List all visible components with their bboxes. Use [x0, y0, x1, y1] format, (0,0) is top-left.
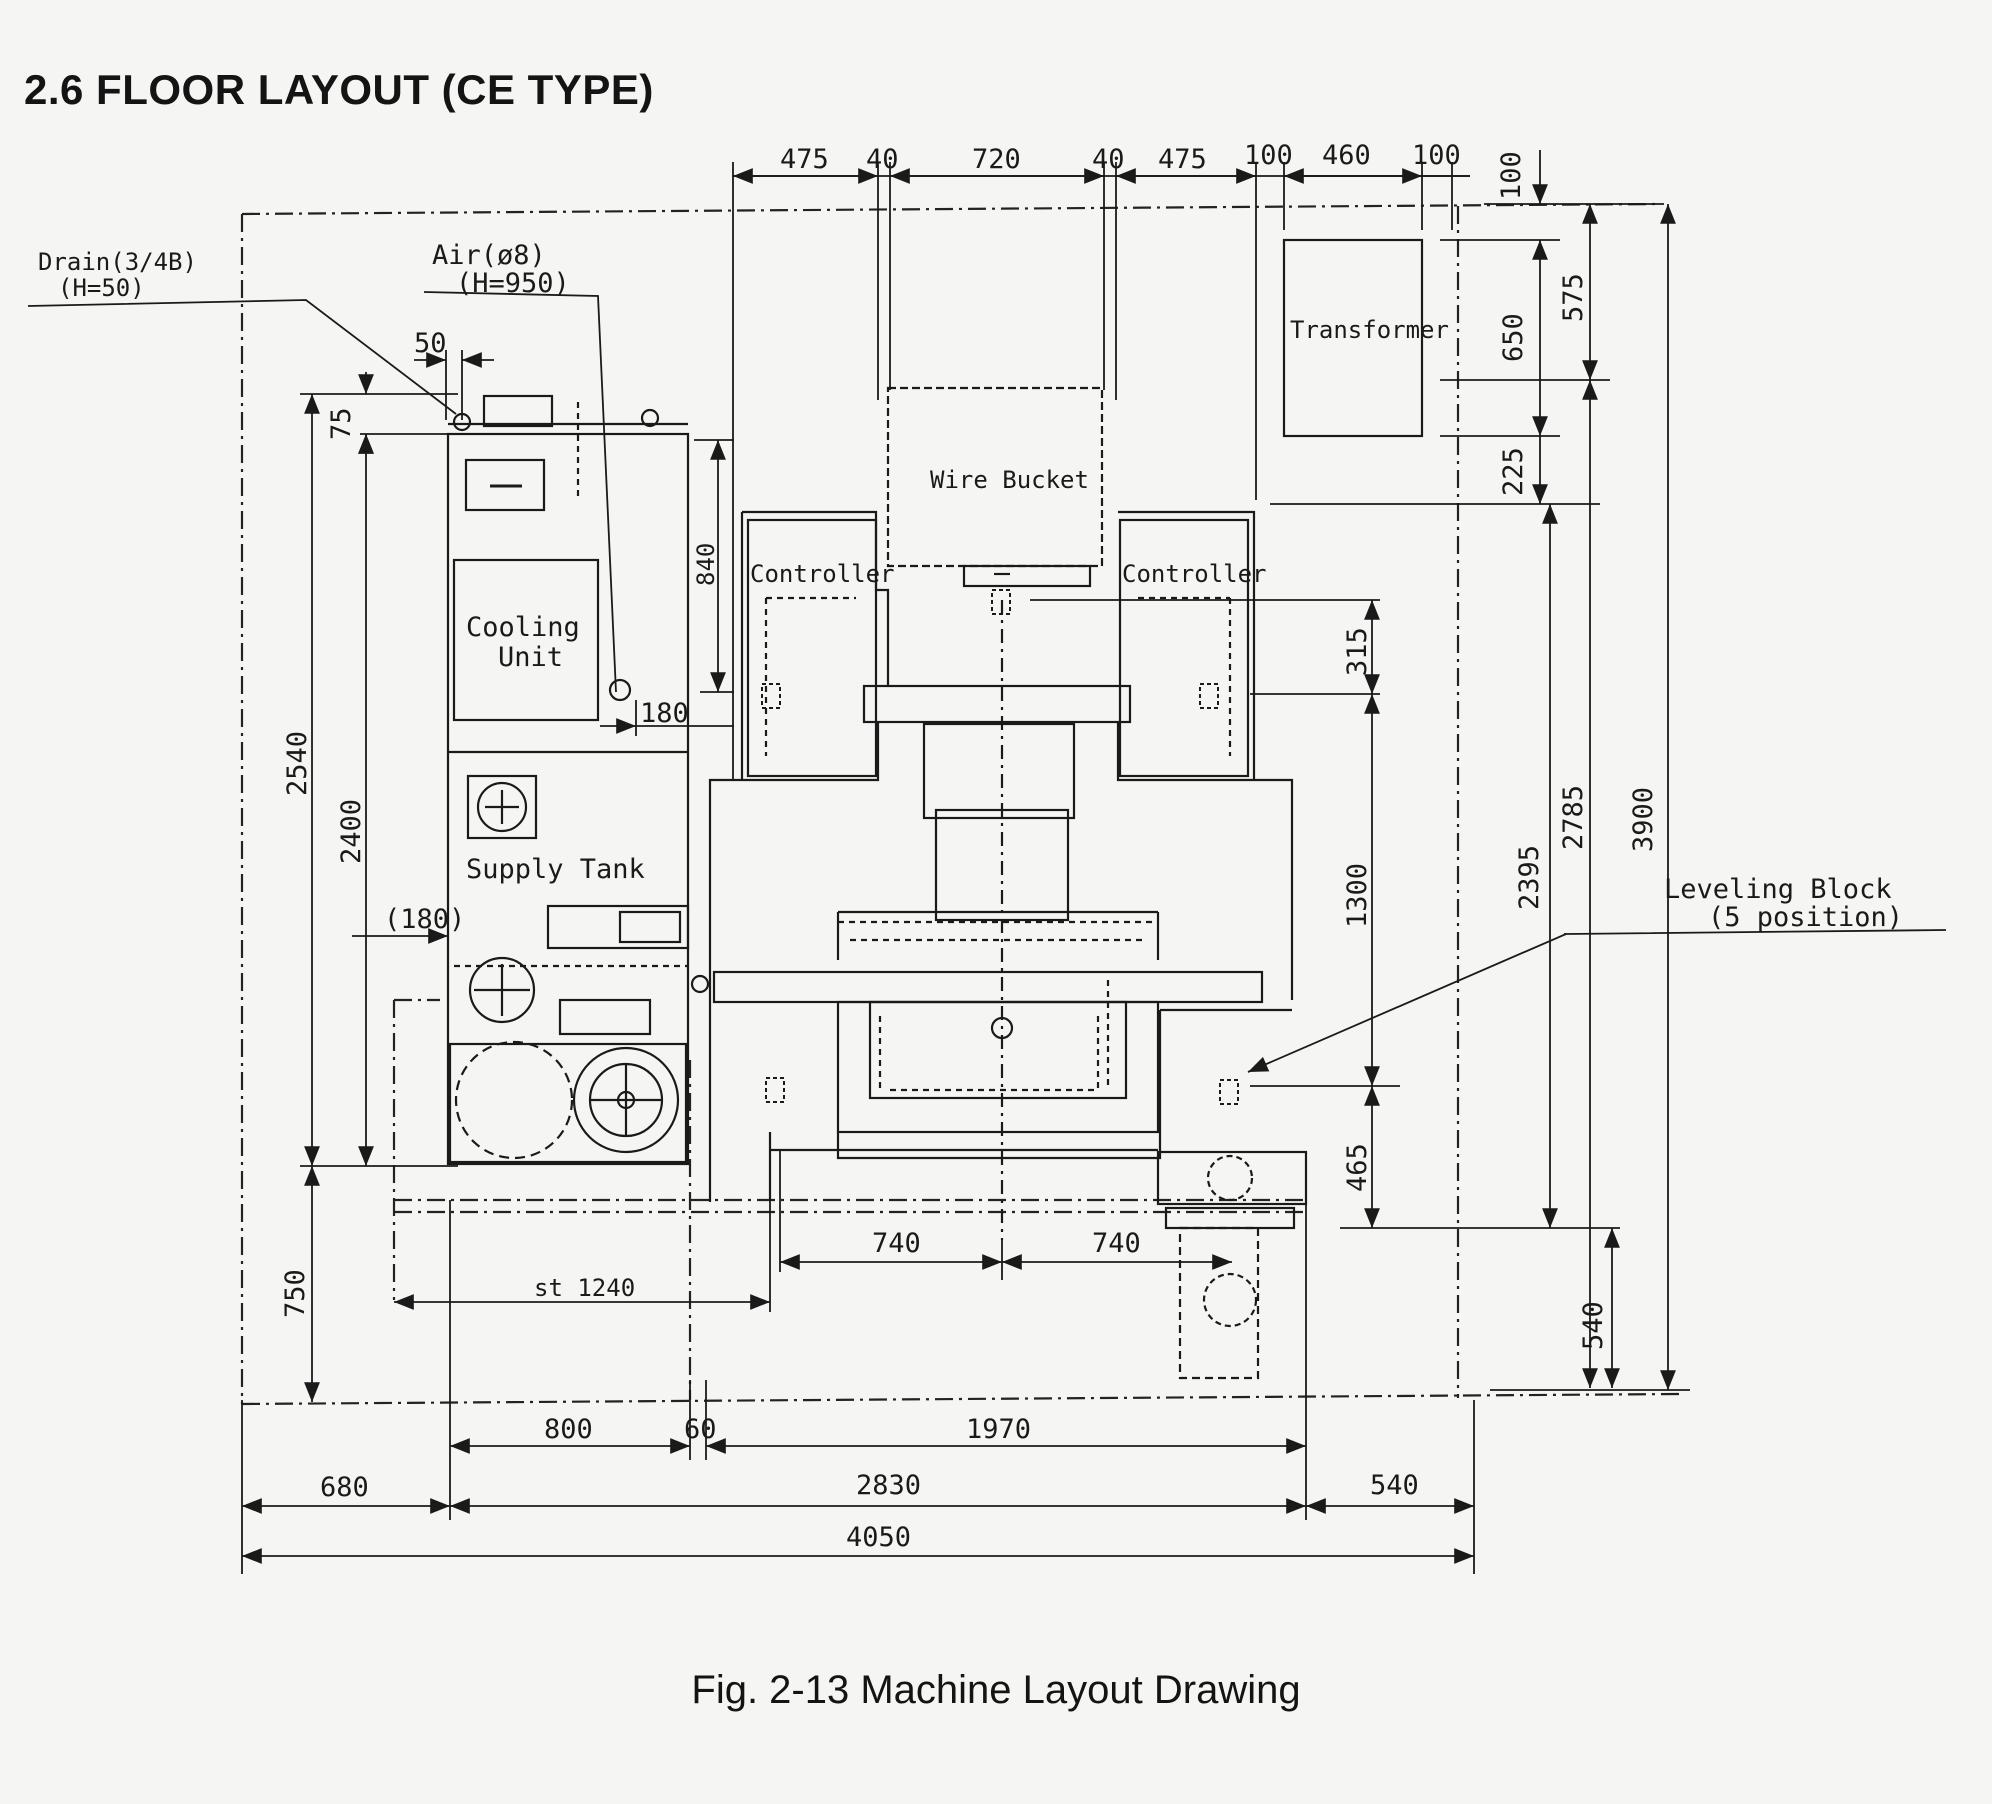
leader-lines — [27, 291, 1947, 1073]
label-drain: Drain(3/4B) — [38, 248, 197, 276]
dim-315: 315 — [1342, 627, 1373, 676]
dim-st1240: st 1240 — [534, 1274, 635, 1302]
label-cooling-unit-line2: Unit — [498, 642, 563, 673]
dim-top-475-right: 475 — [1158, 144, 1207, 175]
dim-50: 50 — [414, 328, 447, 359]
dim-2400: 2400 — [336, 799, 367, 864]
label-supply-tank: Supply Tank — [466, 854, 645, 885]
floor-boundary — [240, 202, 1681, 1406]
dim-60: 60 — [684, 1414, 717, 1445]
leveling-block-markers — [761, 589, 1239, 1105]
label-leveling-block-line2: (5 position) — [1708, 902, 1903, 933]
dim-2785: 2785 — [1558, 785, 1589, 850]
figure-caption: Fig. 2-13 Machine Layout Drawing — [691, 1668, 1301, 1712]
dim-st1240-lines — [394, 1200, 771, 1312]
dim-top-40-right: 40 — [1092, 144, 1125, 175]
label-controller-left: Controller — [750, 560, 895, 588]
dim-top-100-right: 100 — [1412, 140, 1461, 171]
dim-750: 750 — [280, 1269, 311, 1318]
dim-840: 840 — [692, 543, 720, 586]
dim-740-left: 740 — [872, 1228, 921, 1259]
dim-top-720: 720 — [972, 144, 1021, 175]
dim-740-right: 740 — [1092, 1228, 1141, 1259]
dim-800: 800 — [544, 1414, 593, 1445]
dim-2395: 2395 — [1514, 845, 1545, 910]
dim-540-horizontal: 540 — [1370, 1470, 1419, 1501]
dim-465: 465 — [1342, 1143, 1373, 1192]
dim-740-lines — [779, 1150, 1232, 1280]
dim-75: 75 — [326, 407, 357, 440]
dim-right-100: 100 — [1496, 151, 1527, 200]
left-equipment — [446, 394, 710, 1166]
dim-680: 680 — [320, 1472, 369, 1503]
dim-50-lines — [414, 350, 494, 420]
dim-right-650: 650 — [1498, 313, 1529, 362]
dim-1300: 1300 — [1342, 863, 1373, 928]
dim-top-100-left: 100 — [1244, 140, 1293, 171]
dim-1970: 1970 — [966, 1414, 1031, 1445]
label-air-height: (H=950) — [456, 268, 570, 299]
dim-180: 180 — [640, 698, 689, 729]
dim-2830: 2830 — [856, 1470, 921, 1501]
dim-right-225: 225 — [1498, 447, 1529, 496]
dim-180-lines — [600, 700, 734, 736]
transformer-box — [1282, 238, 1424, 438]
main-machine — [708, 386, 1308, 1380]
dim-840-lines — [694, 439, 734, 693]
dim-2540: 2540 — [282, 731, 313, 796]
dim-top-460: 460 — [1322, 140, 1371, 171]
label-air: Air(ø8) — [432, 240, 546, 271]
right-dimension-lines — [1030, 150, 1690, 1391]
label-cooling-unit-line1: Cooling — [466, 612, 580, 643]
label-leveling-block-line1: Leveling Block — [1664, 874, 1892, 905]
dim-top-475-left: 475 — [780, 144, 829, 175]
label-wire-bucket: Wire Bucket — [930, 466, 1089, 494]
dim-3900: 3900 — [1628, 787, 1659, 852]
dim-180-paren: (180) — [384, 904, 465, 935]
label-drain-height: (H=50) — [58, 274, 145, 302]
dim-right-575: 575 — [1558, 273, 1589, 322]
left-dimension-lines — [300, 372, 458, 1402]
section-title: 2.6 FLOOR LAYOUT (CE TYPE) — [24, 66, 654, 113]
dim-4050: 4050 — [846, 1522, 911, 1553]
top-dimension-chain — [732, 162, 1470, 780]
label-transformer: Transformer — [1290, 316, 1449, 344]
dim-540-vertical: 540 — [1578, 1301, 1609, 1350]
dim-top-40-left: 40 — [866, 144, 899, 175]
bottom-dimension-lines — [241, 1200, 1475, 1574]
label-controller-right: Controller — [1122, 560, 1267, 588]
